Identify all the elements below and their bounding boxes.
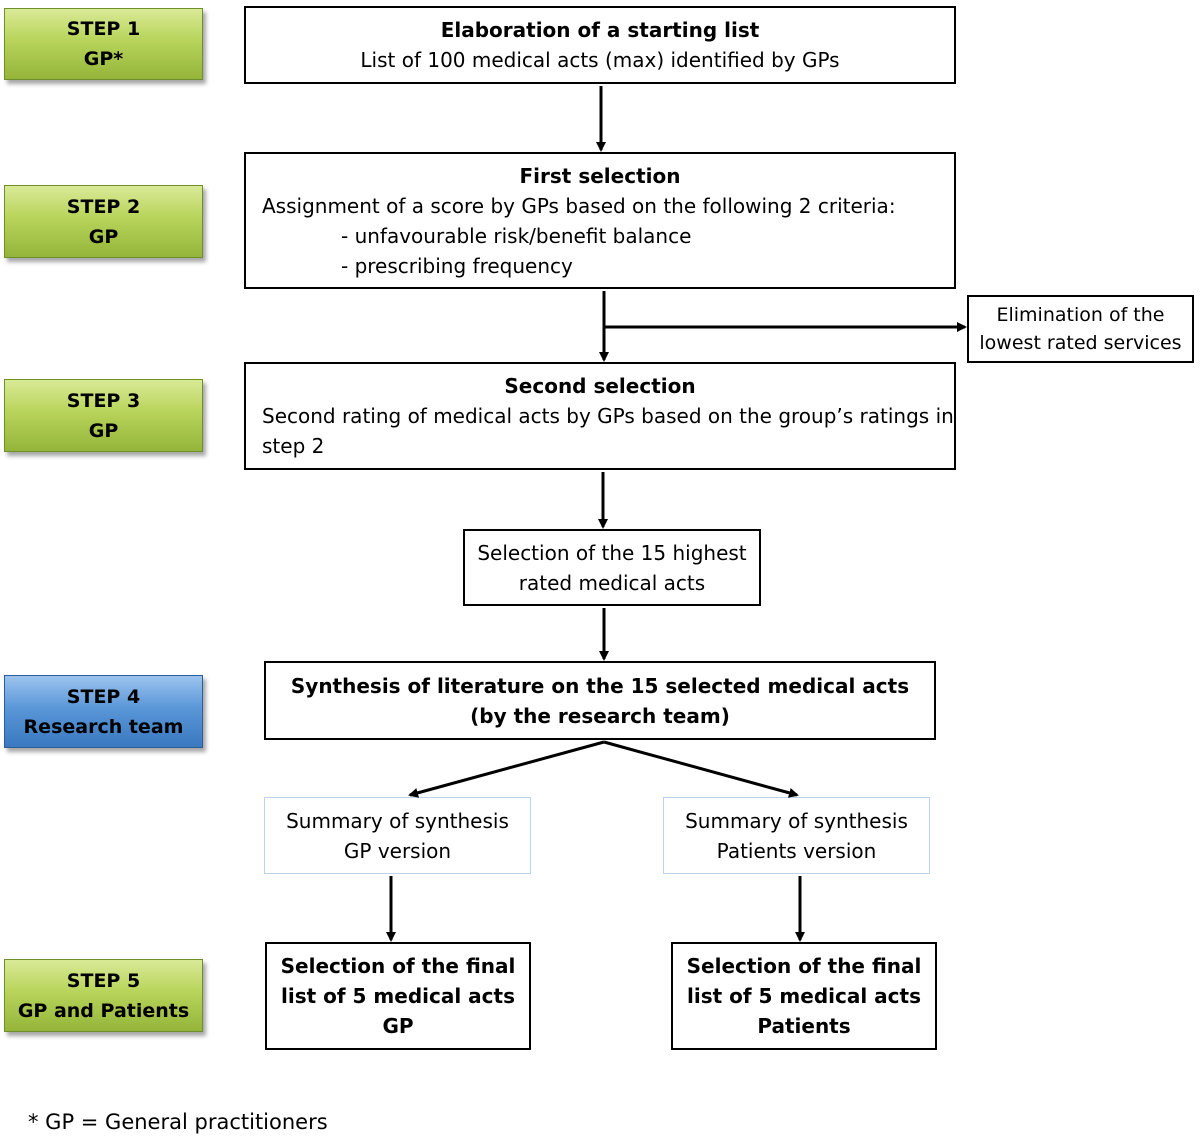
summary-gp-line-2: GP version — [343, 838, 452, 863]
first-selection-title: First selection — [519, 163, 681, 188]
elimination-line-1: Elimination of the — [996, 304, 1165, 326]
criterion-risk-benefit: - unfavourable risk/benefit balance — [341, 223, 692, 248]
second-selection-line-1: Second rating of medical acts by GPs bas… — [262, 404, 954, 428]
step-1-actor: GP* — [83, 48, 124, 70]
step-2-number: STEP 2 — [66, 195, 141, 218]
first-selection-text: Assignment of a score by GPs based on th… — [262, 193, 896, 218]
elimination-box: Elimination of the lowest rated services — [967, 295, 1194, 363]
step-4-number: STEP 4 — [66, 685, 141, 708]
criterion-prescribing-frequency: - prescribing frequency — [341, 253, 573, 278]
step-3-actor: GP — [88, 419, 119, 442]
highest-15-line-1: Selection of the 15 highest — [477, 540, 747, 565]
first-selection-box: First selection Assignment of a score by… — [244, 152, 956, 289]
final-patients-line-1: Selection of the final — [686, 954, 922, 978]
step-4-label: STEP 4 Research team — [4, 675, 203, 748]
synthesis-box: Synthesis of literature on the 15 select… — [264, 661, 936, 740]
final-gp-line-3: GP — [382, 1014, 414, 1038]
second-selection-line-2: step 2 — [262, 434, 325, 458]
step-1-number: STEP 1 — [66, 18, 141, 40]
step-2-label: STEP 2 GP — [4, 185, 203, 258]
summary-gp-box: Summary of synthesis GP version — [264, 797, 531, 874]
summary-gp-line-1: Summary of synthesis — [286, 808, 509, 833]
second-selection-box: Second selection Second rating of medica… — [244, 362, 956, 470]
final-patients-box: Selection of the final list of 5 medical… — [671, 942, 937, 1050]
step-5-actor: GP and Patients — [17, 999, 190, 1022]
step-3-number: STEP 3 — [66, 389, 141, 412]
summary-patients-line-1: Summary of synthesis — [685, 808, 908, 833]
starting-list-text: List of 100 medical acts (max) identifie… — [360, 48, 840, 72]
summary-patients-box: Summary of synthesis Patients version — [663, 797, 930, 874]
arrow-synthesis-to-summary-gp — [408, 740, 605, 798]
highest-15-line-2: rated medical acts — [518, 570, 706, 595]
step-3-label: STEP 3 GP — [4, 379, 203, 452]
starting-list-box: Elaboration of a starting list List of 1… — [244, 6, 956, 84]
starting-list-title: Elaboration of a starting list — [440, 18, 760, 42]
second-selection-title: Second selection — [504, 374, 696, 398]
arrow-synthesis-to-summary-patients — [603, 740, 799, 798]
step-5-label: STEP 5 GP and Patients — [4, 959, 203, 1032]
final-gp-line-2: list of 5 medical acts — [281, 984, 515, 1008]
step-1-label: STEP 1 GP* — [4, 8, 203, 80]
final-patients-line-3: Patients — [757, 1014, 851, 1038]
elimination-line-2: lowest rated services — [979, 332, 1182, 354]
final-gp-box: Selection of the final list of 5 medical… — [265, 942, 531, 1050]
step-5-number: STEP 5 — [66, 969, 141, 992]
highest-15-box: Selection of the 15 highest rated medica… — [463, 529, 761, 606]
footnote: * GP = General practitioners — [28, 1110, 328, 1134]
summary-patients-line-2: Patients version — [716, 838, 877, 863]
step-4-actor: Research team — [23, 715, 184, 738]
synthesis-line-1: Synthesis of literature on the 15 select… — [290, 673, 910, 698]
final-patients-line-2: list of 5 medical acts — [687, 984, 921, 1008]
synthesis-line-2: (by the research team) — [470, 703, 730, 728]
step-2-actor: GP — [88, 225, 119, 248]
final-gp-line-1: Selection of the final — [280, 954, 516, 978]
